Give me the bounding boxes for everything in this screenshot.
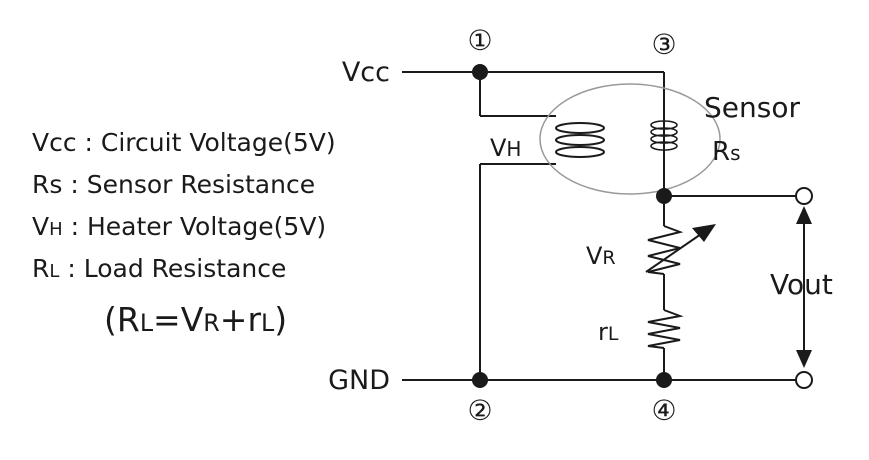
vh-sub: H	[506, 137, 521, 161]
junction-2	[472, 372, 488, 388]
node-label-2: ②	[467, 394, 492, 427]
load-formula: (RL=VR+rL)	[104, 300, 287, 339]
rs-label: Rs	[712, 137, 741, 167]
junction-output	[656, 188, 672, 204]
vh-main: V	[490, 134, 507, 162]
formula-rl-sub: L	[261, 309, 275, 337]
sensor-enclosure	[539, 83, 721, 195]
legend-vcc-symbol: Vcc	[32, 128, 77, 157]
legend-vh-symbol: V	[32, 212, 50, 241]
rs-sub: s	[730, 141, 740, 165]
legend-vh-text: : Heater Voltage(5V)	[62, 212, 327, 241]
vout-terminal-top	[795, 187, 813, 205]
junction-1	[472, 64, 488, 80]
variable-resistor-arrowhead	[692, 224, 716, 242]
legend-vh-sub: H	[49, 219, 63, 240]
formula-close: )	[274, 300, 288, 339]
rs-main: R	[712, 137, 730, 167]
heater-coil-icon	[555, 122, 605, 158]
formula-r: R	[116, 300, 140, 339]
legend-rs-symbol: Rs	[32, 170, 63, 199]
node-label-4: ④	[651, 394, 676, 427]
sensor-coil-icon	[650, 120, 678, 151]
vr-main: V	[586, 242, 603, 270]
formula-v-sub: R	[203, 309, 220, 337]
node-label-3: ③	[651, 28, 676, 61]
rl-label: rL	[598, 318, 619, 346]
vh-label: VH	[490, 134, 521, 162]
variable-resistor-icon	[647, 225, 684, 275]
legend-vcc: Vcc : Circuit Voltage(5V)	[32, 128, 336, 157]
gnd-label: GND	[328, 365, 390, 396]
node-label-1: ①	[467, 24, 492, 57]
legend-rl-sub: L	[49, 261, 60, 282]
legend-rs: Rs : Sensor Resistance	[32, 170, 315, 199]
legend-vh: VH : Heater Voltage(5V)	[32, 212, 326, 241]
rl-sub: L	[608, 323, 619, 345]
formula-plus: +	[219, 300, 248, 339]
formula-eq: =	[153, 300, 181, 339]
sensor-label: Sensor	[704, 91, 800, 124]
formula-rl: r	[247, 300, 262, 339]
junction-4	[656, 372, 672, 388]
legend-rl-text: : Load Resistance	[59, 254, 287, 283]
load-resistor-icon	[647, 309, 684, 349]
vout-arrow-up-icon	[796, 206, 812, 224]
vcc-label: Vcc	[342, 57, 390, 88]
vout-terminal-bottom	[795, 371, 813, 389]
formula-v: V	[180, 300, 204, 339]
legend-rs-text: : Sensor Resistance	[62, 170, 316, 199]
legend-vcc-text: : Circuit Voltage(5V)	[76, 128, 336, 157]
variable-resistor-arrow	[645, 231, 705, 273]
vout-arrow-down-icon	[796, 350, 812, 368]
formula-r-sub: L	[139, 309, 154, 337]
legend-rl: RL : Load Resistance	[32, 254, 286, 283]
formula-open: (	[104, 300, 117, 339]
vout-label: Vout	[770, 268, 833, 301]
vr-sub: R	[602, 247, 615, 269]
vr-label: VR	[586, 242, 616, 270]
legend-rl-symbol: R	[32, 254, 50, 283]
rl-main: r	[598, 318, 608, 346]
